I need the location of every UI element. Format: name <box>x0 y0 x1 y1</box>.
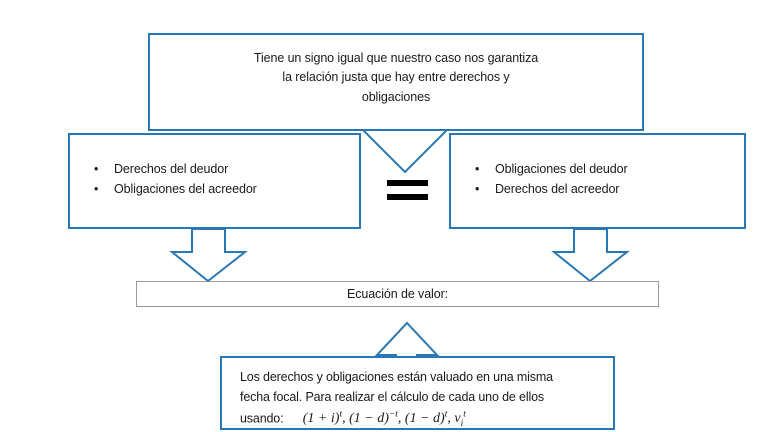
formula-separator-3: , <box>447 411 455 427</box>
top-statement-line-1: Tiene un signo igual que nuestro caso no… <box>253 51 539 65</box>
formula-part-1-base: (1 + i) <box>302 411 340 427</box>
bottom-explanation-line-1: Los derechos y obligaciones están valuad… <box>240 370 553 384</box>
right-box-list: • Obligaciones del deudor • Derechos del… <box>473 159 628 200</box>
formula-part-2-base: (1 − d) <box>349 411 389 427</box>
equals-bar-top <box>387 180 428 186</box>
list-item: • Obligaciones del deudor <box>473 159 628 179</box>
value-equation-label: Ecuación de valor: <box>346 287 449 301</box>
formula-separator-2: , <box>397 411 405 427</box>
value-factors-formula: (1 + i)t, (1 − d)−t, (1 − d)t, vit <box>287 409 466 429</box>
right-obligations-box: • Obligaciones del deudor • Derechos del… <box>449 133 746 229</box>
formula-part-2-exponent: −t <box>388 409 398 420</box>
list-item: • Derechos del acreedor <box>473 179 628 199</box>
bottom-explanation-prefix: usando: <box>240 411 284 426</box>
list-item-label: Derechos del acreedor <box>495 182 620 197</box>
formula-part-1-exponent: t <box>339 409 343 420</box>
down-arrow-icon-left-to-bar <box>169 228 248 283</box>
list-item-label: Derechos del deudor <box>114 162 229 176</box>
bullet-icon: • <box>94 182 99 197</box>
bottom-explanation-text: Los derechos y obligaciones están valuad… <box>240 367 553 432</box>
list-item: • Obligaciones del acreedor <box>92 179 257 199</box>
list-item: • Derechos del deudor <box>92 159 257 179</box>
down-arrow-icon-right-to-bar <box>551 228 630 283</box>
top-statement-line-3: obligaciones <box>361 89 431 104</box>
formula-separator-1: , <box>342 411 350 427</box>
formula-part-4-subscript: i <box>460 418 464 429</box>
formula-part-3-exponent: t <box>444 409 448 420</box>
equals-sign <box>387 180 428 200</box>
bullet-icon: • <box>94 162 99 176</box>
bottom-explanation-line-2: fecha focal. Para realizar el cálculo de… <box>240 390 544 405</box>
list-item-label: Obligaciones del acreedor <box>114 182 257 197</box>
top-statement-box: Tiene un signo igual que nuestro caso no… <box>148 33 644 131</box>
formula-part-4-base: v <box>454 411 461 427</box>
value-equation-bar: Ecuación de valor: <box>136 281 659 307</box>
formula-part-3-base: (1 − d) <box>404 411 445 427</box>
left-obligations-box: • Derechos del deudor • Obligaciones del… <box>68 133 361 229</box>
bullet-icon: • <box>475 162 480 176</box>
left-box-list: • Derechos del deudor • Obligaciones del… <box>92 159 257 200</box>
bottom-explanation-box: Los derechos y obligaciones están valuad… <box>220 356 615 430</box>
bottom-explanation-line-3: usando: (1 + i)t, (1 − d)−t, (1 − d)t, v… <box>240 408 553 432</box>
top-statement-line-2: la relación justa que hay entre derechos… <box>282 70 510 85</box>
top-statement-text: Tiene un signo igual que nuestro caso no… <box>165 49 627 107</box>
bullet-icon: • <box>475 182 480 197</box>
equals-bar-bottom <box>387 194 428 200</box>
formula-part-4-exponent: t <box>463 409 466 420</box>
list-item-label: Obligaciones del deudor <box>495 162 628 176</box>
